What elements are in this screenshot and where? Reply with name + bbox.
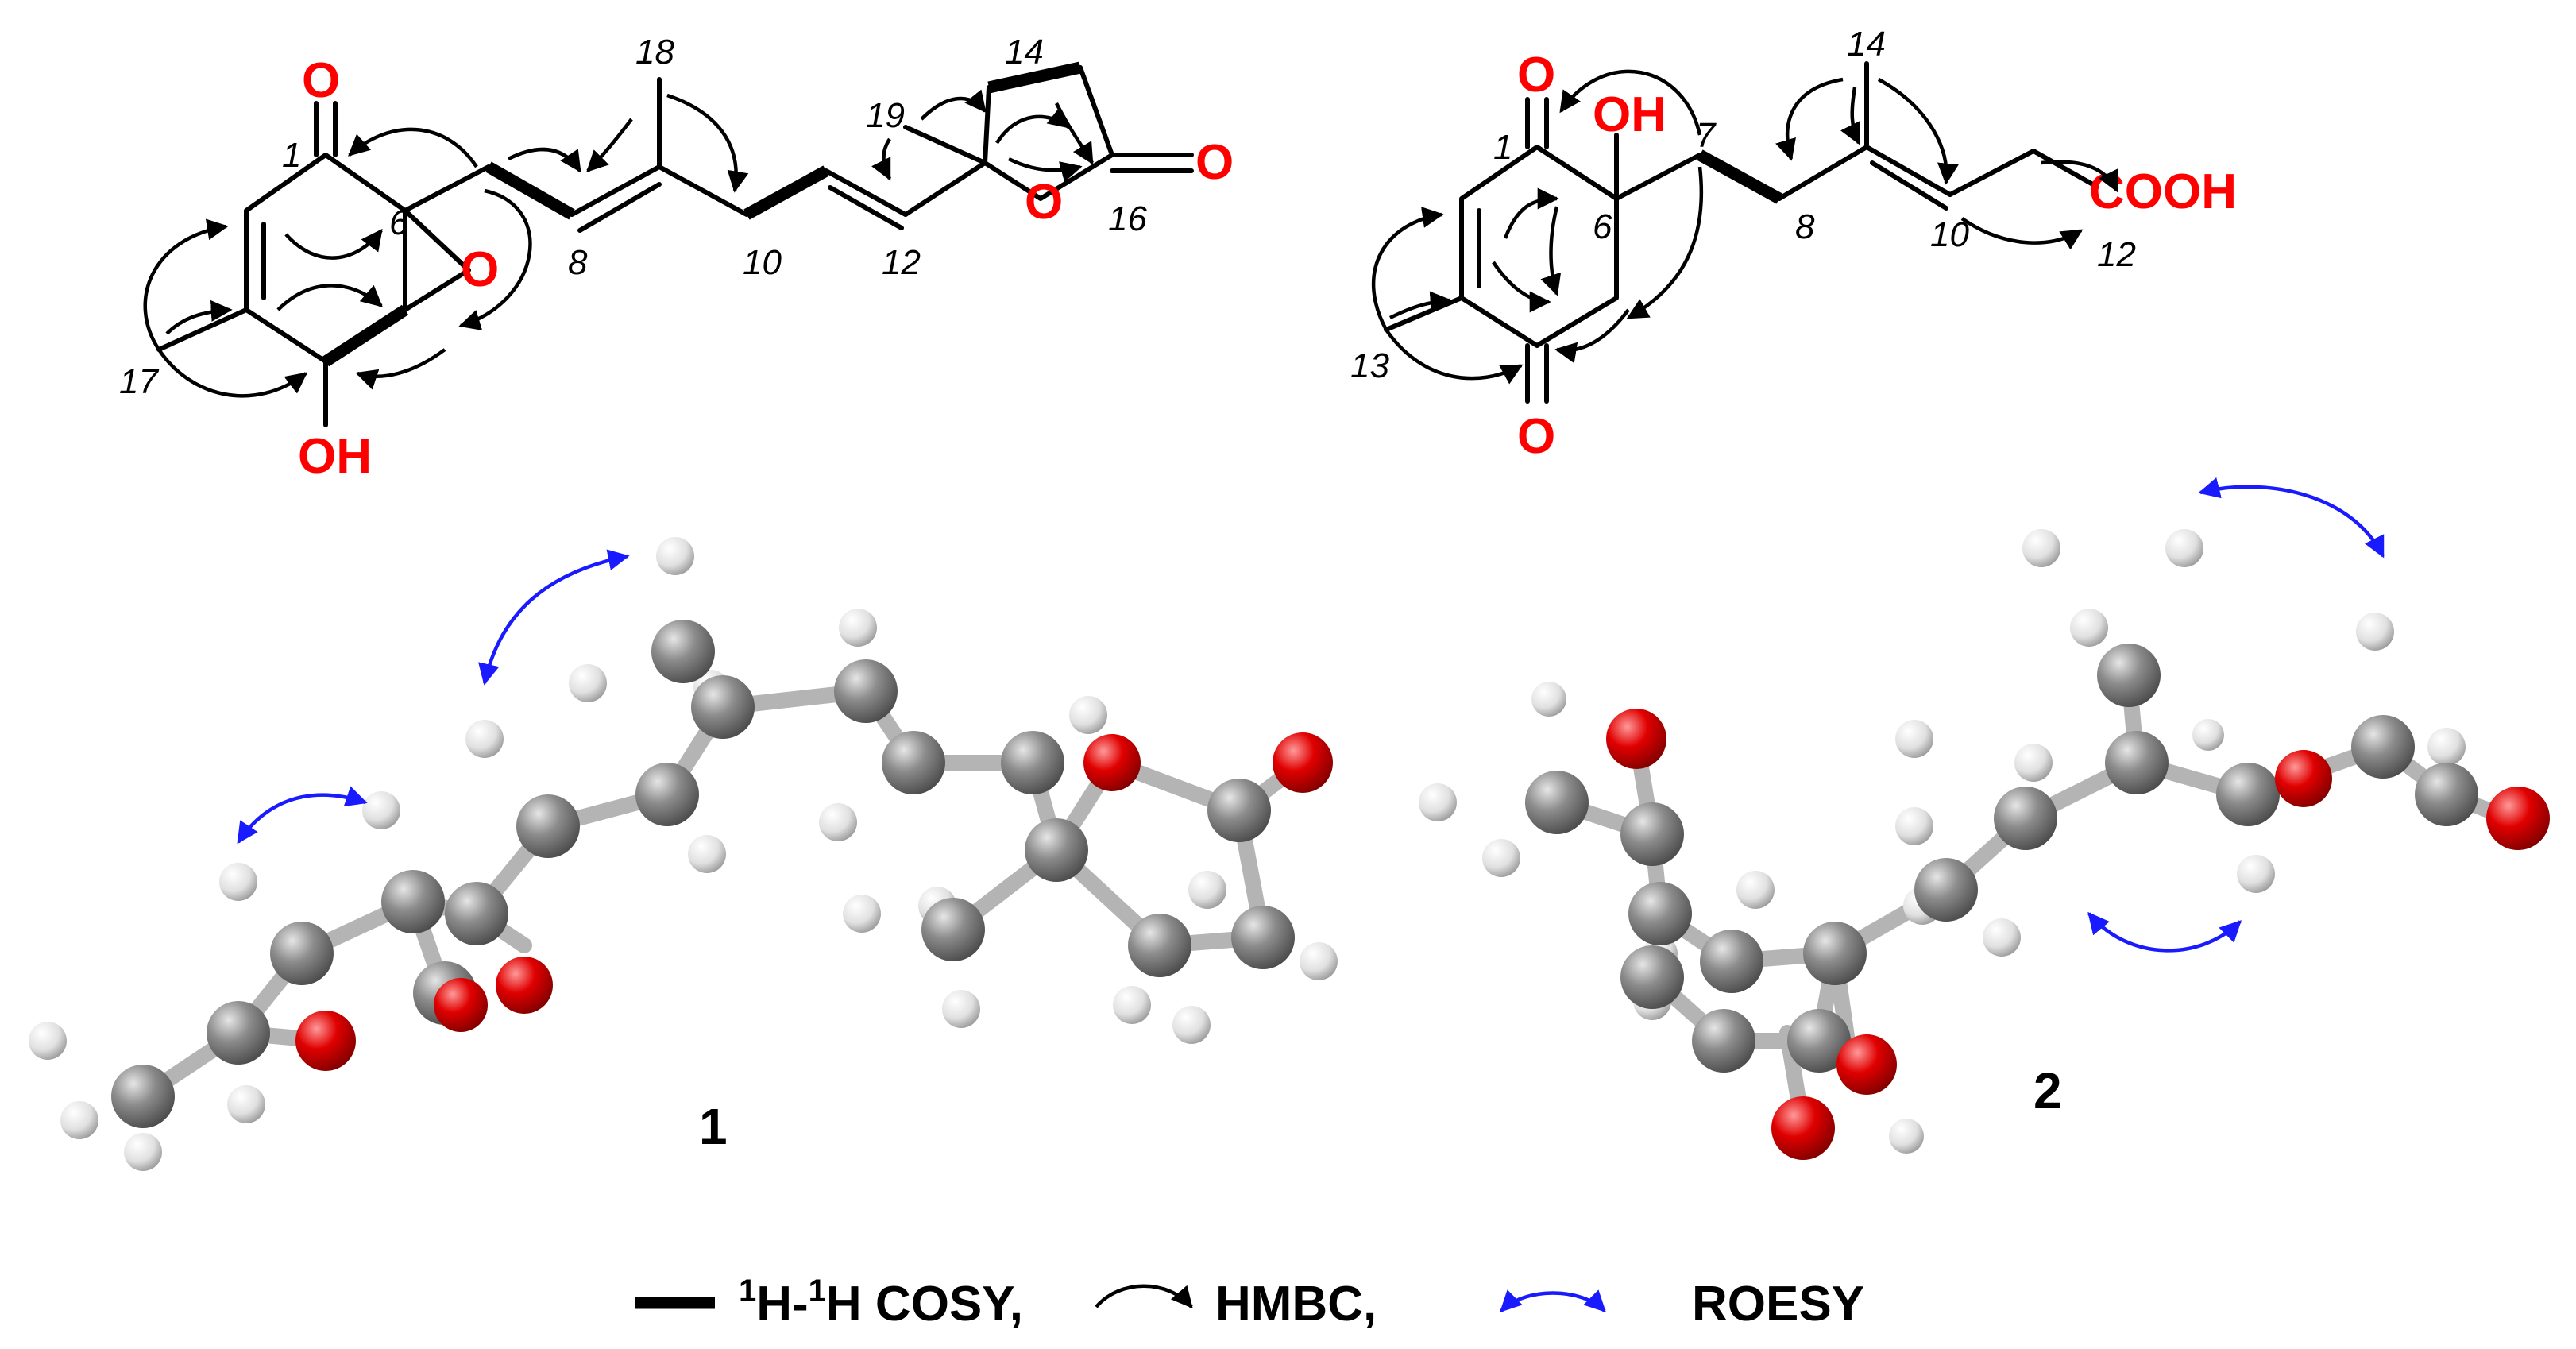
- compound-2-oxygens: [1606, 709, 2550, 1160]
- locant-12: 12: [882, 243, 921, 282]
- legend: 1H-1H COSY, HMBC, ROESY: [635, 1274, 1864, 1332]
- lactone-ring-oxygen: O: [1025, 175, 1063, 230]
- compound-2-structure: O OH O COOH 1 6 7 8 10 12 13 14: [1350, 25, 2237, 464]
- c1-carbonyl-oxygen-2: O: [1517, 48, 1555, 102]
- locant-18: 18: [635, 33, 674, 72]
- compound-2-number: 2: [2033, 1062, 2062, 1119]
- compound-2-carbons: [1525, 644, 2478, 1073]
- compound-1-number: 1: [699, 1098, 728, 1155]
- locant-12-c2: 12: [2097, 235, 2136, 274]
- locant-16: 16: [1108, 199, 1147, 238]
- legend-roesy-swatch: [1500, 1289, 1606, 1312]
- compound-1-3d-model: 1: [29, 537, 1338, 1171]
- locant-19: 19: [866, 96, 905, 135]
- locant-10-c2: 10: [1930, 215, 1969, 254]
- locant-17: 17: [119, 362, 159, 401]
- locant-14-c2: 14: [1847, 25, 1886, 64]
- locant-7-c2: 7: [1696, 116, 1717, 155]
- c4-carbonyl-oxygen-2: O: [1517, 409, 1555, 464]
- compound-2-3d-model: 2: [1419, 477, 2550, 1160]
- epoxide-oxygen: O: [461, 242, 499, 297]
- compound-1-structure: O OH O O O 1 6 8 10 12 14 16 17 18 19: [119, 33, 1234, 484]
- legend-roesy-label: ROESY: [1692, 1277, 1864, 1332]
- locant-6: 6: [389, 203, 409, 242]
- locant-1-c2: 1: [1493, 128, 1512, 167]
- legend-hmbc-label: HMBC,: [1215, 1277, 1377, 1332]
- locant-10: 10: [743, 243, 782, 282]
- compound-1-carbons: [111, 620, 1295, 1128]
- compound-1-oxygens: [295, 732, 1333, 1071]
- locant-14: 14: [1005, 33, 1044, 72]
- legend-hmbc-swatch: [1095, 1284, 1193, 1309]
- locant-8-c2: 8: [1795, 207, 1815, 246]
- locant-8: 8: [568, 243, 588, 282]
- compound-2-hydrogens: [1419, 529, 2466, 1154]
- locant-13-c2: 13: [1350, 346, 1389, 385]
- c6-hydroxyl-2: OH: [1593, 87, 1666, 142]
- lactone-carbonyl-oxygen: O: [1195, 135, 1234, 190]
- c1-carbonyl-oxygen: O: [302, 53, 340, 108]
- locant-1: 1: [282, 136, 301, 175]
- locant-6-c2: 6: [1593, 207, 1612, 246]
- legend-cosy-label: 1H-1H COSY,: [739, 1274, 1023, 1332]
- c5-hydroxyl: OH: [298, 429, 372, 484]
- carboxylic-acid-group: COOH: [2089, 164, 2237, 219]
